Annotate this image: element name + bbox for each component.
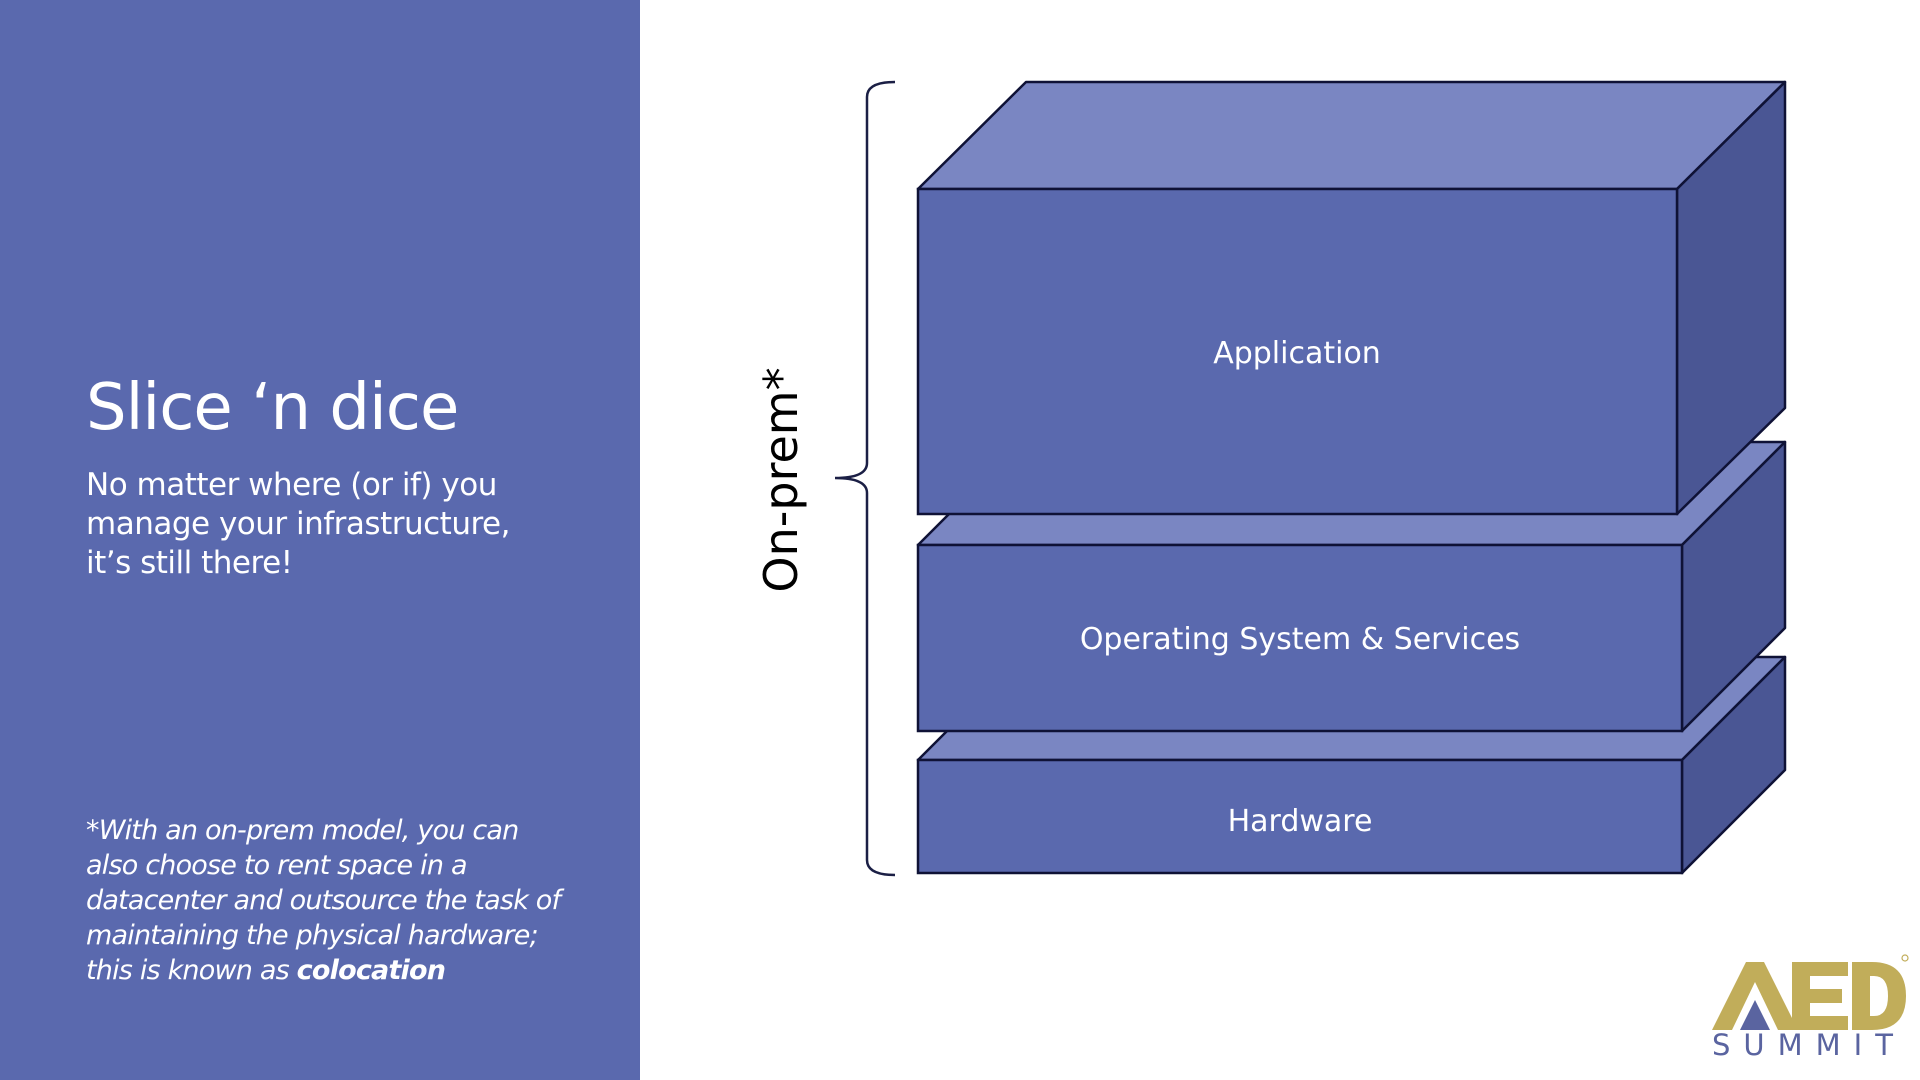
logo-subtitle: SUMMIT: [1712, 1028, 1906, 1062]
application-front-face: [916, 187, 1679, 516]
logo-letter-e: [1792, 962, 1848, 1030]
left-panel: Slice ‘n dice No matter where (or if) yo…: [0, 0, 640, 1080]
slide-title: Slice ‘n dice: [86, 371, 459, 445]
footnote-term: colocation: [296, 955, 446, 986]
layer-label-hardware: Hardware: [1228, 804, 1373, 839]
footnote-text: *With an on-prem model, you can also cho…: [86, 815, 561, 986]
logo-registered-mark: [1901, 954, 1909, 962]
logo-letter-d: [1852, 962, 1906, 1030]
footnote: *With an on-prem model, you can also cho…: [86, 813, 576, 988]
on-prem-label: On-prem*: [754, 367, 808, 592]
logo-letter-a: [1712, 962, 1798, 1030]
application-top-face: [916, 80, 1787, 191]
layer-label-operating-system: Operating System & Services: [1080, 622, 1520, 657]
os-front-face: [916, 543, 1684, 733]
layer-label-application: Application: [1213, 336, 1381, 371]
layer-application: Application: [916, 80, 1787, 516]
slide-subtitle: No matter where (or if) you manage your …: [86, 467, 510, 581]
on-prem-bracket: [834, 80, 896, 877]
logo-a-triangle: [1740, 1000, 1770, 1030]
aed-logo: [1712, 954, 1909, 1030]
hardware-front-face: [916, 758, 1684, 875]
